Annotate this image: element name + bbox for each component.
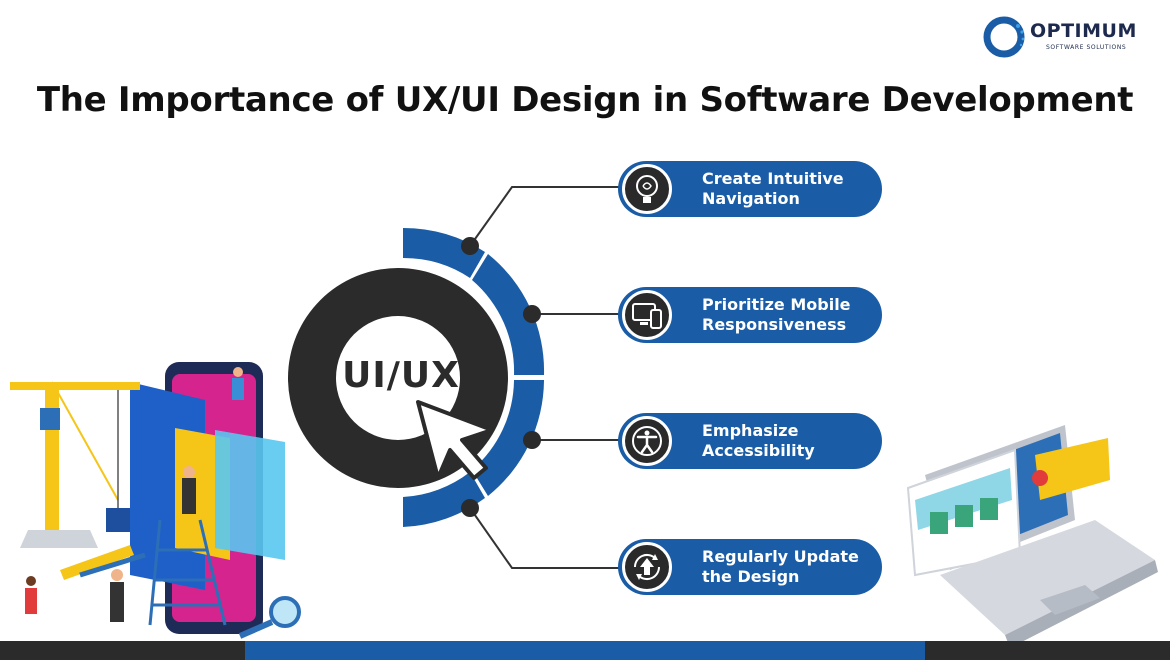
- company-logo: OPTIMUM SOFTWARE SOLUTIONS: [982, 14, 1157, 60]
- feature-pill-accessibility: Emphasize Accessibility: [618, 413, 882, 469]
- feature-label: Regularly Update the Design: [702, 547, 877, 587]
- laptop-illustration: [906, 425, 1158, 648]
- feature-pill-update: Regularly Update the Design: [618, 539, 882, 595]
- construction-phone-illustration: [10, 362, 301, 639]
- logo-name: OPTIMUM: [1030, 20, 1137, 42]
- feature-label-line1: Emphasize: [702, 421, 799, 440]
- footer-accent: [245, 641, 925, 660]
- feature-label-line2: the Design: [702, 567, 800, 586]
- feature-label-line1: Create Intuitive: [702, 169, 844, 188]
- logo-tagline: SOFTWARE SOLUTIONS: [1046, 44, 1127, 51]
- blue-arc-ring: [403, 227, 545, 527]
- feature-label-line2: Responsiveness: [702, 315, 847, 334]
- page-title: The Importance of UX/UI Design in Softwa…: [36, 80, 1134, 120]
- update-arrow-icon: [622, 542, 672, 592]
- feature-label: Emphasize Accessibility: [702, 421, 877, 461]
- feature-label-line2: Navigation: [702, 189, 800, 208]
- accessibility-icon: [622, 416, 672, 466]
- feature-label: Prioritize Mobile Responsiveness: [702, 295, 877, 335]
- feature-label-line2: Accessibility: [702, 441, 815, 460]
- feature-label: Create Intuitive Navigation: [702, 169, 877, 209]
- feature-label-line1: Regularly Update: [702, 547, 859, 566]
- cursor-arrow-icon: [416, 400, 494, 480]
- center-label: UI/UX: [342, 355, 460, 396]
- logo-mark-icon: [983, 16, 1025, 58]
- feature-label-line1: Prioritize Mobile: [702, 295, 851, 314]
- connector-lines: [469, 186, 620, 569]
- devices-icon: [622, 290, 672, 340]
- brain-bulb-icon: [622, 164, 672, 214]
- feature-pill-mobile: Prioritize Mobile Responsiveness: [618, 287, 882, 343]
- feature-pill-navigation: Create Intuitive Navigation: [618, 161, 882, 217]
- connector-dots: [461, 237, 541, 517]
